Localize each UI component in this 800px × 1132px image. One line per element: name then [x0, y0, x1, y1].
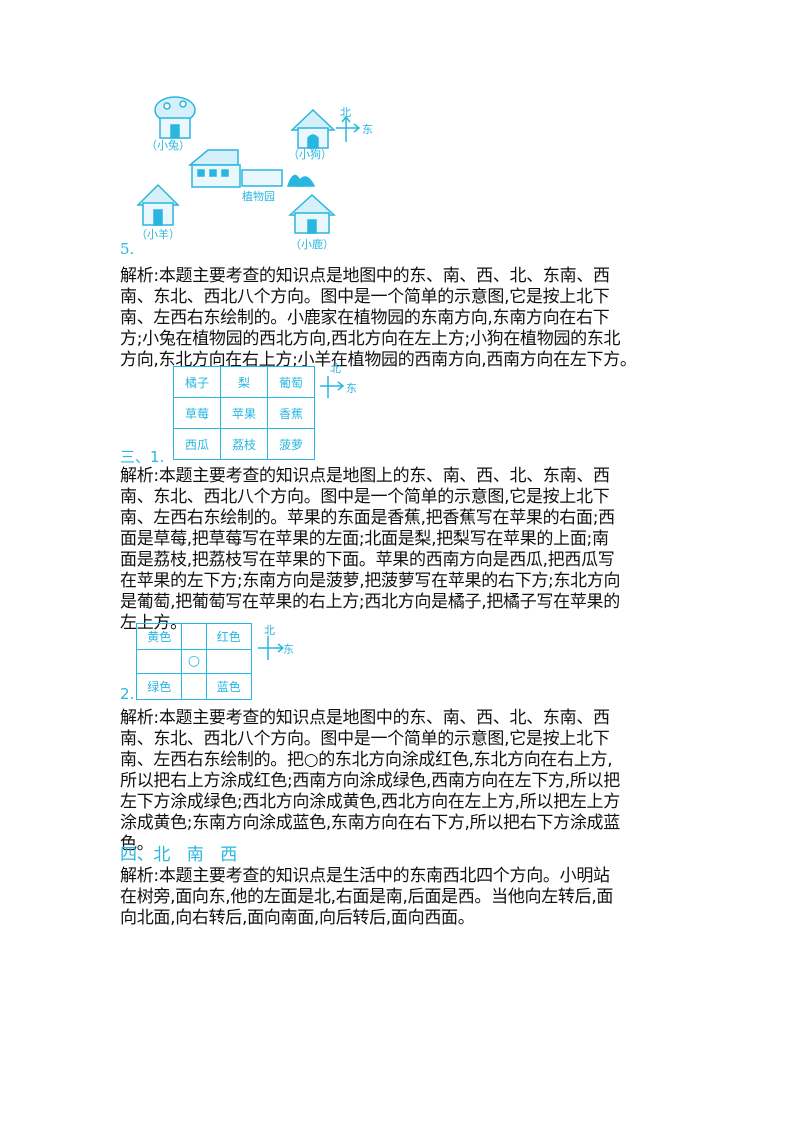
grid-cell: [135, 648, 183, 675]
text-line: 南、东北、西北八个方向。图中是一个简单的示意图,它是按上北下: [120, 287, 610, 307]
q5-number: 5.: [120, 240, 135, 258]
fruit-grid: 橘子 梨 葡萄 草莓 苹果 香蕉 西瓜 荔枝 菠萝: [173, 366, 315, 460]
deer-house-icon: [288, 193, 336, 234]
text-line: 色。: [120, 834, 154, 854]
text-line: 向北面,向右转后,面向南面,向后转后,面向西面。: [120, 908, 475, 928]
map-label-dog: （小狗）: [288, 148, 332, 161]
text-line: 南、东北、西北八个方向。图中是一个简单的示意图,它是按上北下: [120, 487, 610, 507]
garden-building-icon: [187, 149, 316, 188]
compass-icon: [336, 115, 361, 142]
text-line: 解析:本题主要考查的知识点是地图中的东、南、西、北、东南、西: [120, 708, 610, 728]
grid-cell: 苹果: [220, 397, 268, 429]
text-line: 南、东北、西北八个方向。图中是一个简单的示意图,它是按上北下: [120, 729, 610, 749]
map-label-deer: （小鹿）: [290, 238, 334, 251]
text-line: 在苹果的左下方;东南方向是菠萝,把菠萝写在苹果的右下方;东北方向: [120, 571, 621, 591]
s3q1-explanation: 解析:本题主要考查的知识点是地图上的东、南、西、北、东南、西 南、东北、西北八个…: [120, 466, 690, 634]
text-line: 解析:本题主要考查的知识点是生活中的东南西北四个方向。小明站: [120, 866, 610, 886]
map-label-north: 北: [340, 106, 351, 119]
grid-cell: 草莓: [173, 397, 221, 429]
text-line: 方向,东北方向在右上方;小羊在植物园的西南方向,西南方向在左下方。: [120, 350, 637, 370]
text-line: 所以把右上方涂成红色;西南方向涂成绿色,西南方向在左下方,所以把: [120, 771, 620, 791]
map-label-garden: 植物园: [242, 190, 275, 203]
dog-house-icon: [290, 108, 336, 149]
map-label-rabbit: （小兔）: [146, 139, 190, 152]
compass-north-label: 北: [330, 362, 341, 375]
compass-icon: [320, 376, 345, 398]
grid-cell: 香蕉: [267, 397, 315, 429]
text-line: 方;小兔在植物园的西北方向,西北方向在左上方;小狗在植物园的东北: [120, 329, 621, 349]
grid-cell: 葡萄: [267, 366, 315, 398]
s4-explanation: 解析:本题主要考查的知识点是生活中的东南西北四个方向。小明站 在树旁,面向东,他…: [120, 866, 690, 929]
text-line: 涂成黄色;东南方向涂成蓝色,东南方向在右下方,所以把右下方涂成蓝: [120, 813, 620, 833]
grid-cell-center: ○: [181, 648, 207, 675]
map-label-east: 东: [362, 123, 373, 136]
q5-explanation: 解析:本题主要考查的知识点是地图中的东、南、西、北、东南、西 南、东北、西北八个…: [120, 266, 690, 371]
text-line: 南、左西右东绘制的。把○的东北方向涂成红色,东北方向在右上方,: [120, 750, 613, 770]
grid-cell: [181, 623, 207, 650]
text-line: 在树旁,面向东,他的左面是北,右面是南,后面是西。当他向左转后,面: [120, 887, 614, 907]
q5-map: 北 东 （小兔） （小狗） 植物园 （小羊） （小鹿）: [120, 90, 390, 255]
s4-answer: 四、北 南 西: [120, 845, 237, 865]
text-line: 解析:本题主要考查的知识点是地图上的东、南、西、北、东南、西: [120, 466, 610, 486]
grid-cell: 菠萝: [267, 428, 315, 460]
grid-cell: 红色: [205, 623, 252, 650]
compass-north-label: 北: [264, 624, 275, 637]
text-line: 南、左西右东绘制的。苹果的东面是香蕉,把香蕉写在苹果的右面;西: [120, 508, 615, 528]
map-label-sheep: （小羊）: [136, 228, 180, 241]
compass-east-label: 东: [346, 382, 357, 395]
grid-cell: 梨: [220, 366, 268, 398]
text-line: 左下方涂成绿色;西北方向涂成黄色,西北方向在左上方,所以把左上方: [120, 792, 620, 812]
grid-cell: 荔枝: [220, 428, 268, 460]
sheep-house-icon: [136, 183, 180, 226]
grid-cell: [181, 673, 207, 700]
text-line: 面是荔枝,把荔枝写在苹果的下面。苹果的西南方向是西瓜,把西瓜写: [120, 550, 615, 570]
rabbit-house-icon: [154, 96, 196, 139]
grid-cell: 黄色: [135, 623, 183, 650]
text-line: 解析:本题主要考查的知识点是地图中的东、南、西、北、东南、西: [120, 266, 610, 286]
text-line: 面是草莓,把草莓写在苹果的左面;北面是梨,把梨写在苹果的上面;南: [120, 529, 609, 549]
color-grid: 黄色 红色 ○ 绿色 蓝色: [135, 623, 252, 700]
grid-cell: 蓝色: [205, 673, 252, 700]
compass-icon: [258, 636, 285, 660]
s3q2-number: 2.: [120, 685, 135, 703]
compass-east-label: 东: [283, 643, 294, 656]
s3q2-explanation: 解析:本题主要考查的知识点是地图中的东、南、西、北、东南、西 南、东北、西北八个…: [120, 708, 690, 855]
s3q1-number: 三、1.: [120, 448, 165, 466]
grid-cell: 橘子: [173, 366, 221, 398]
grid-cell: 绿色: [135, 673, 183, 700]
text-line: 是葡萄,把葡萄写在苹果的右上方;西北方向是橘子,把橘子写在苹果的: [120, 592, 620, 612]
grid-cell: 西瓜: [173, 428, 221, 460]
map-illustration: [136, 96, 361, 234]
grid-cell: [205, 648, 252, 675]
text-line: 南、左西右东绘制的。小鹿家在植物园的东南方向,东南方向在右下: [120, 308, 610, 328]
